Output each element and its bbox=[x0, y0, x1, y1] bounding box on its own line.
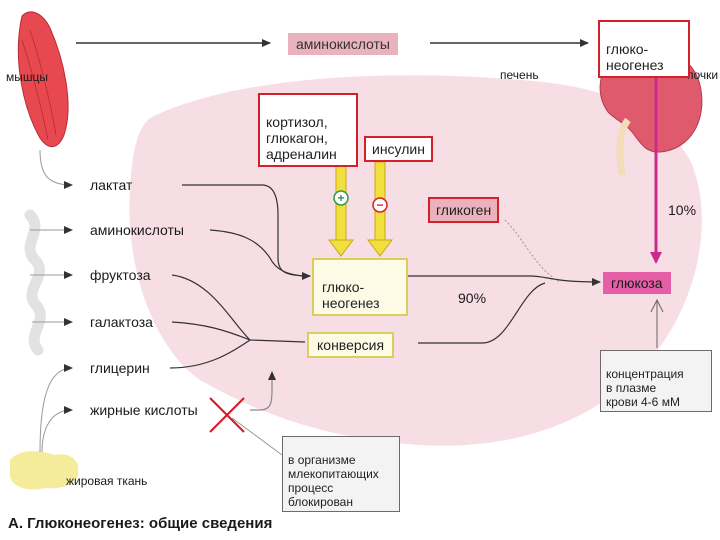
substrate-fatty-acids: жирные кислоты bbox=[90, 402, 198, 418]
blocked-note-label: в организме млекопитающих процесс блокир… bbox=[288, 453, 379, 509]
conversion-label: конверсия bbox=[317, 337, 385, 353]
conversion-box: конверсия bbox=[307, 332, 395, 358]
glucose-box: глюкоза bbox=[603, 272, 671, 294]
concentration-note: концентрация в плазме крови 4-6 мМ bbox=[600, 350, 712, 412]
substrate-galactose: галактоза bbox=[90, 314, 153, 330]
hormones-label: кортизол, глюкагон, адреналин bbox=[266, 114, 337, 162]
substrate-amino-acids: аминокислоты bbox=[90, 222, 184, 238]
substrate-lactate: лактат bbox=[90, 177, 133, 193]
liver-label: печень bbox=[500, 68, 539, 82]
adipose-shape bbox=[10, 451, 79, 490]
kidney-gluconeogenesis-label: глюко- неогенез bbox=[606, 41, 664, 73]
amino-acids-top-label: аминокислоты bbox=[296, 36, 390, 52]
concentration-label: концентрация в плазме крови 4-6 мМ bbox=[606, 367, 684, 409]
kidney-gluconeogenesis-box: глюко- неогенез bbox=[598, 20, 690, 78]
substrate-fructose: фруктоза bbox=[90, 267, 151, 283]
glucose-label: глюкоза bbox=[611, 275, 663, 291]
muscle-shape bbox=[17, 11, 69, 148]
muscle-label: мышцы bbox=[6, 70, 48, 84]
insulin-label: инсулин bbox=[372, 141, 425, 157]
intestine-shape bbox=[24, 209, 46, 356]
ureter-shape bbox=[616, 117, 631, 176]
liver-shape bbox=[129, 75, 702, 446]
stimulate-sign: + bbox=[337, 191, 344, 205]
glycogen-label: гликоген bbox=[436, 202, 492, 218]
adipose-label: жировая ткань bbox=[66, 474, 148, 488]
insulin-box: инсулин bbox=[364, 136, 433, 162]
substrate-glycerol: глицерин bbox=[90, 360, 150, 376]
liver-gluconeogenesis-box: глюко- неогенез bbox=[312, 258, 408, 316]
figure-caption: А. Глюконеогенез: общие сведения bbox=[8, 515, 273, 532]
inhibit-sign: − bbox=[376, 198, 383, 212]
amino-acids-top-box: аминокислоты bbox=[288, 33, 398, 55]
percent-90-label: 90% bbox=[458, 290, 487, 306]
blocked-note: в организме млекопитающих процесс блокир… bbox=[282, 436, 400, 512]
glycogen-box: гликоген bbox=[428, 197, 500, 223]
kidney-label: почки bbox=[687, 68, 719, 82]
liver-gluconeogenesis-label: глюко- неогенез bbox=[322, 279, 380, 311]
hormones-box: кортизол, глюкагон, адреналин bbox=[258, 93, 358, 167]
percent-10-label: 10% bbox=[668, 202, 697, 218]
